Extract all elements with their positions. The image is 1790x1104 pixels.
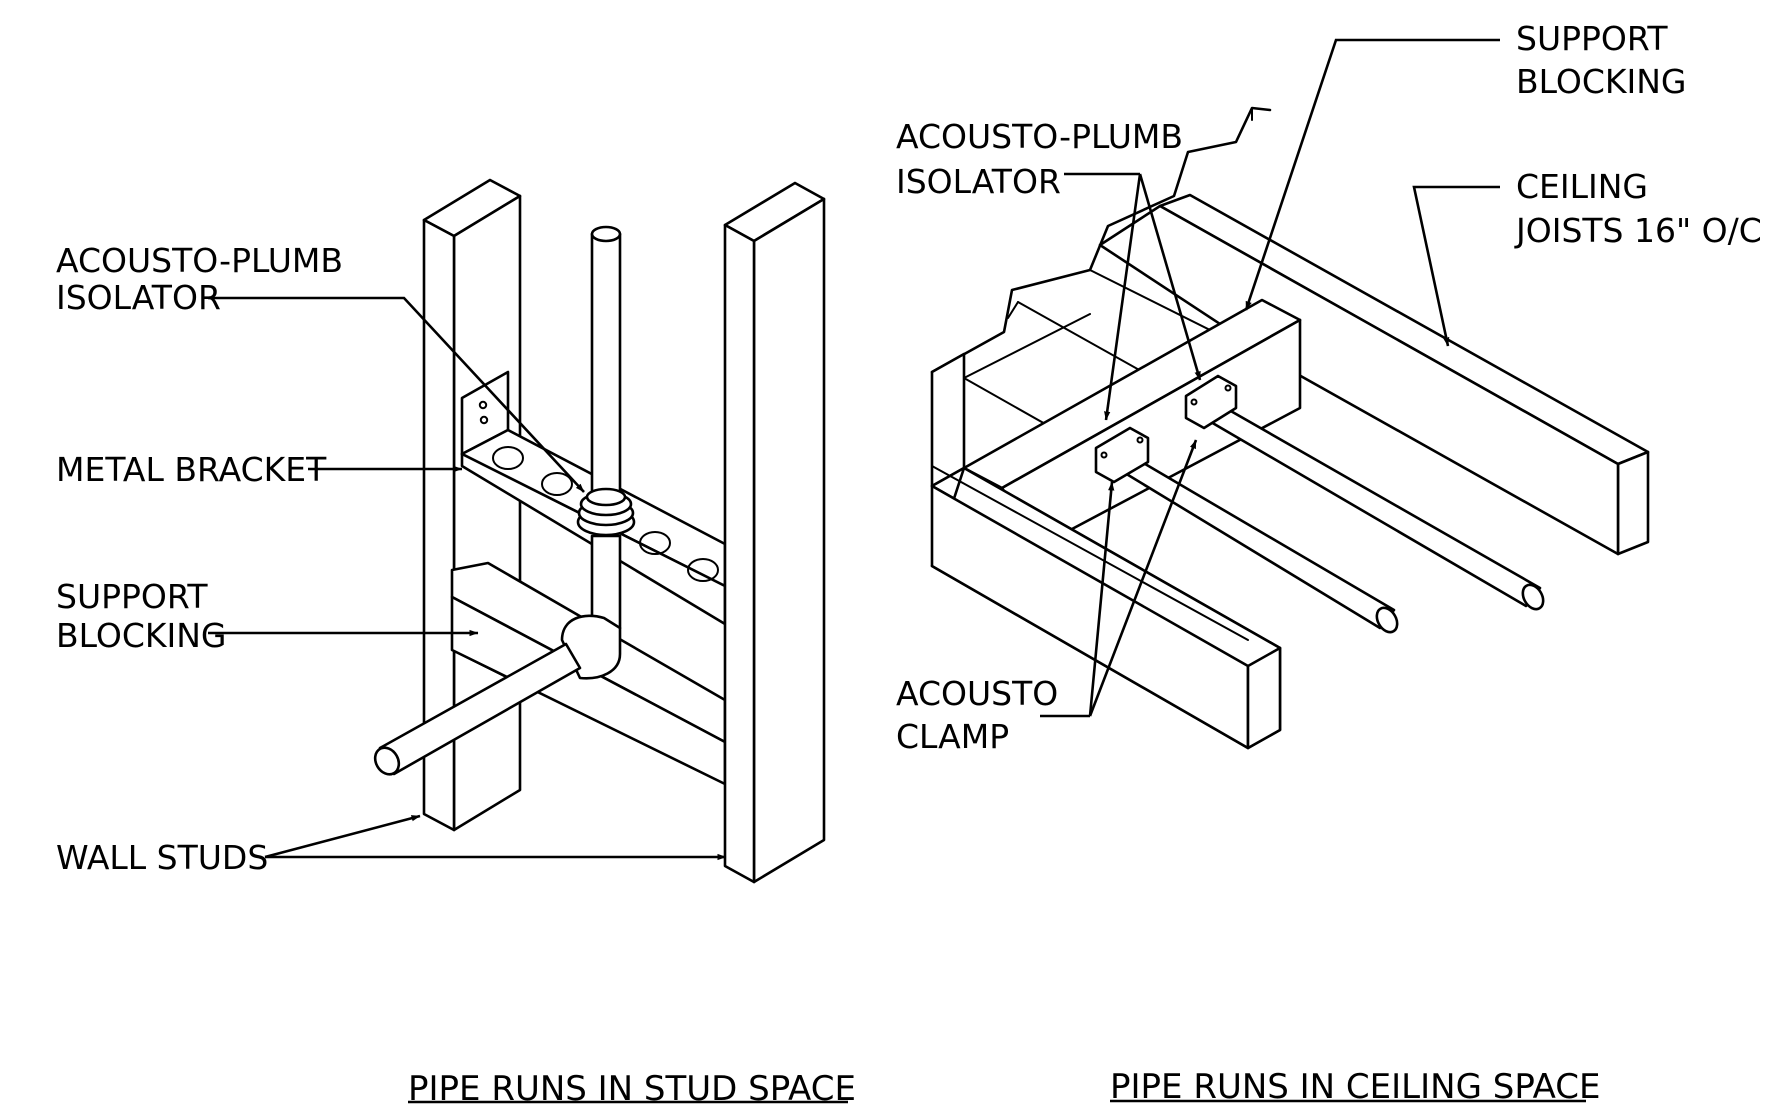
front-ceiling-joist [930, 352, 1282, 750]
ceiling-space-title: PIPE RUNS IN CEILING SPACE [1110, 1067, 1601, 1104]
stud-space-title: PIPE RUNS IN STUD SPACE [408, 1069, 856, 1104]
stud-isolator-label-line2: ISOLATOR [56, 278, 221, 317]
stud-isolator-label-line1: ACOUSTO-PLUMB [56, 241, 343, 280]
ceiling-joists-label-line2: JOISTS 16" O/C [1514, 211, 1762, 250]
stud-blocking-label-line2: BLOCKING [56, 616, 227, 655]
ceiling-space-drawing: SUPPORT BLOCKING ACOUSTO-PLUMB ISOLATOR … [896, 19, 1762, 1104]
stud-isolator-grommet [576, 487, 636, 537]
back-ceiling-joist [1098, 193, 1650, 556]
stud-horizontal-pipe [373, 642, 582, 776]
ceiling-support-blocking [962, 298, 1302, 548]
metal-bracket [460, 370, 727, 626]
clamp-label-line1: ACOUSTO [896, 674, 1058, 713]
stud-vertical-pipe [590, 225, 622, 504]
stud-space-drawing: ACOUSTO-PLUMB ISOLATOR METAL BRACKET SUP… [56, 178, 856, 1104]
ceiling-joists-label-line1: CEILING [1516, 167, 1648, 206]
wall-studs-label: WALL STUDS [56, 838, 268, 877]
acousto-clamp-back [1184, 374, 1238, 430]
clamp-label-line2: CLAMP [896, 717, 1009, 756]
right-wall-stud [723, 181, 826, 884]
ceiling-isolator-label-line2: ISOLATOR [896, 162, 1061, 201]
stud-pipe-elbow [560, 534, 622, 680]
ceiling-isolator-label-line1: ACOUSTO-PLUMB [896, 117, 1183, 156]
ceiling-blocking-label-line2: BLOCKING [1516, 62, 1687, 101]
ceiling-blocking-label-line1: SUPPORT [1516, 19, 1668, 58]
acousto-clamp-front [1094, 426, 1150, 484]
stud-blocking-label-line1: SUPPORT [56, 577, 208, 616]
subfloor-outline [930, 106, 1272, 374]
metal-bracket-label: METAL BRACKET [56, 450, 327, 489]
